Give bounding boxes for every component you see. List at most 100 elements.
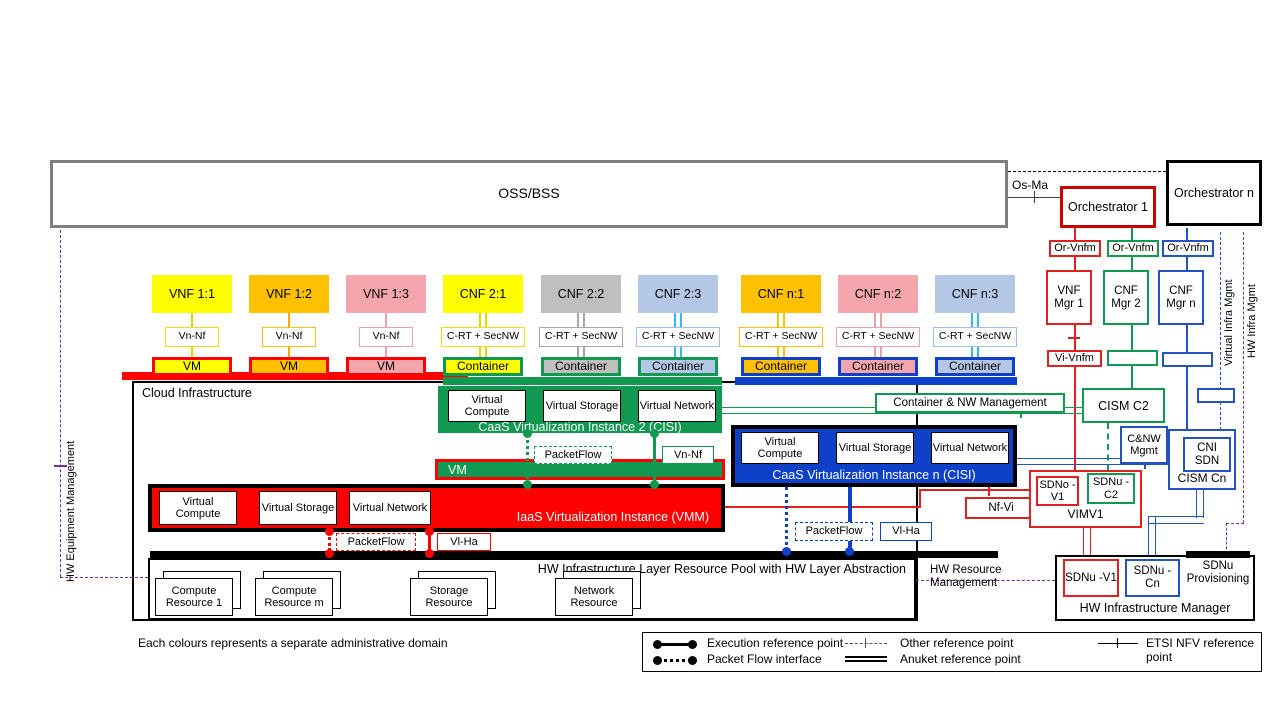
empty-green-box: [1107, 350, 1158, 366]
caas2-packetflow-line: [526, 433, 529, 485]
caas2-virtual-storage: Virtual Storage: [543, 390, 621, 422]
col5-line-b: [577, 347, 585, 357]
cism-cn-label: CISM Cn: [1177, 471, 1227, 486]
col7-line-a: [777, 313, 785, 327]
col9-line-b: [971, 347, 979, 357]
anuket-line-caasn-cismcn: [1017, 458, 1168, 465]
ref-box-col2: Vn-Nf: [262, 327, 316, 347]
nfvi-line-b: [919, 489, 921, 508]
vimv1-box: SDNo -V1 SDNu -C2 VIMV1: [1029, 470, 1142, 528]
col6-line-a: [674, 313, 682, 327]
anuket-ref-label: Anuket reference point: [900, 652, 1021, 666]
orchestrator-1-box: Orchestrator 1: [1060, 186, 1156, 228]
virtual-infra-mgmt-label: Virtual Infra Mgmt: [1223, 248, 1235, 366]
hw-infra-manager-label: HW Infrastructure Manager: [1079, 600, 1231, 615]
col5-line-a: [577, 313, 585, 327]
hw-equipment-mgmt-label: HW Equipment Management: [65, 440, 77, 582]
app-box-cnf-n-1: CNF n:1: [741, 275, 821, 313]
other-ref-line-ossbss-orchn: [1008, 171, 1166, 172]
iaas-box: Virtual Compute Virtual Storage Virtual …: [148, 484, 725, 532]
hw-resource-mgmt-label: HW Resource Management: [930, 564, 1002, 590]
ref-box-col9: C-RT + SecNW: [933, 327, 1017, 347]
anuket-ref-icon: [845, 656, 887, 662]
execution-ref-label: Execution reference point: [707, 636, 844, 650]
caasn-vlha-dot-bottom: [845, 547, 854, 556]
cism-c2-box: CISM C2: [1082, 388, 1165, 423]
col4-line-a: [479, 313, 487, 327]
hw-resource-mgmt-dashed-line: [916, 580, 1055, 581]
app-box-cnf-2-3: CNF 2:3: [638, 275, 718, 313]
unit-box-col1: VM: [152, 357, 232, 376]
or-vnfm-red-box: Or-Vnfm: [1049, 240, 1101, 257]
hw-infra-dashed-jog-v: [1226, 523, 1227, 554]
col3-line-b: [385, 347, 387, 357]
caasn-vlha-label: Vl-Ha: [880, 522, 932, 541]
caas2-packetflow-label: PacketFlow: [534, 446, 612, 464]
vnf-mgr-1-box: VNF Mgr 1: [1046, 270, 1092, 325]
compute-resource-m-box: Compute Resource m: [255, 578, 333, 616]
hw-infra-dashed-vline: [1243, 232, 1244, 523]
unit-box-col2: VM: [249, 357, 329, 376]
sdnu-c2-box: SDNu -C2: [1087, 473, 1135, 504]
caasn-packetflow-dot-bottom: [782, 547, 791, 556]
unit-box-col8: Container: [838, 357, 918, 376]
vimv1-sdnuv1-dblline: [1083, 528, 1091, 559]
caasn-box: Virtual Compute Virtual Storage Virtual …: [731, 425, 1017, 487]
other-ref-icon: [845, 638, 887, 648]
iaas-virtual-storage: Virtual Storage: [259, 491, 337, 525]
cni-sdn-box: CNI SDN: [1183, 437, 1231, 472]
compute-resource-1-box: Compute Resource 1: [155, 578, 233, 616]
col7-line-b: [777, 347, 785, 357]
col6-line-b: [674, 347, 682, 357]
iaas-vlha-label: Vl-Ha: [437, 533, 491, 551]
nfvi-line-c: [919, 489, 1029, 491]
sdnu-provisioning-label: SDNu Provisioning: [1186, 560, 1250, 586]
cloud-infrastructure-label: Cloud Infrastructure: [142, 386, 252, 400]
iaas-packetflow-label: PacketFlow: [336, 533, 416, 551]
caasn-virtual-storage: Virtual Storage: [836, 432, 914, 464]
app-box-cnf-n-3: CNF n:3: [935, 275, 1015, 313]
col1-line-b: [191, 347, 193, 357]
hw-equipment-tick: [54, 465, 67, 467]
iaas-vlha-line: [428, 532, 431, 551]
iaas-virtual-compute: Virtual Compute: [159, 491, 237, 525]
unit-box-col3: VM: [346, 357, 426, 376]
os-ma-label: Os-Ma: [1012, 178, 1048, 192]
caas2-vnnf-line: [653, 433, 656, 485]
caasn-title: CaaS Virtualization Instance n (CISI): [772, 467, 976, 482]
footnote: Each colours represents a separate admin…: [138, 636, 448, 650]
nfvi-tick: [988, 483, 990, 496]
sdnu-v1-box: SDNu -V1: [1063, 559, 1119, 597]
green-domain-bar: [443, 377, 722, 385]
red-domain-bar: [122, 372, 468, 380]
iaas-vlha-dot-top: [425, 527, 434, 536]
nfvi-line-a: [725, 506, 921, 508]
caas2-packetflow-dot-top: [523, 429, 532, 438]
virtual-infra-dashed-vline: [1220, 232, 1221, 430]
ref-box-col3: Vn-Nf: [359, 327, 413, 347]
caas2-virtual-compute: Virtual Compute: [448, 390, 526, 422]
unit-box-col5: Container: [541, 357, 621, 376]
col4-line-b: [479, 347, 487, 357]
oss-bss-label: OSS/BSS: [498, 185, 560, 202]
caas2-packetflow-dot-bottom: [523, 480, 532, 489]
blue-domain-bar: [735, 377, 1017, 385]
ref-box-col7: C-RT + SecNW: [739, 327, 823, 347]
caasn-vlha-line: [848, 487, 852, 551]
empty-blue-box: [1162, 352, 1213, 367]
caas2-vnnf-label: Vn-Nf: [662, 446, 714, 464]
other-ref-label: Other reference point: [900, 636, 1014, 650]
cismcn-drop-v1: [1196, 490, 1204, 518]
packet-flow-icon: [653, 656, 697, 665]
unit-box-col7: Container: [741, 357, 821, 376]
cism-c2-dashed-vline: [1107, 423, 1109, 471]
hw-infra-mgmt-label: HW Infra Mgmt: [1246, 258, 1258, 358]
ref-box-col5: C-RT + SecNW: [539, 327, 623, 347]
iaas-packetflow-dot-top: [325, 527, 334, 536]
caas2-title: CaaS Virtualization Instance 2 (CISI): [478, 419, 682, 434]
ref-box-col6: C-RT + SecNW: [636, 327, 720, 347]
caas2-virtual-network: Virtual Network: [638, 390, 716, 422]
col2-line-a: [288, 313, 290, 327]
os-ma-tick: [1034, 191, 1035, 203]
